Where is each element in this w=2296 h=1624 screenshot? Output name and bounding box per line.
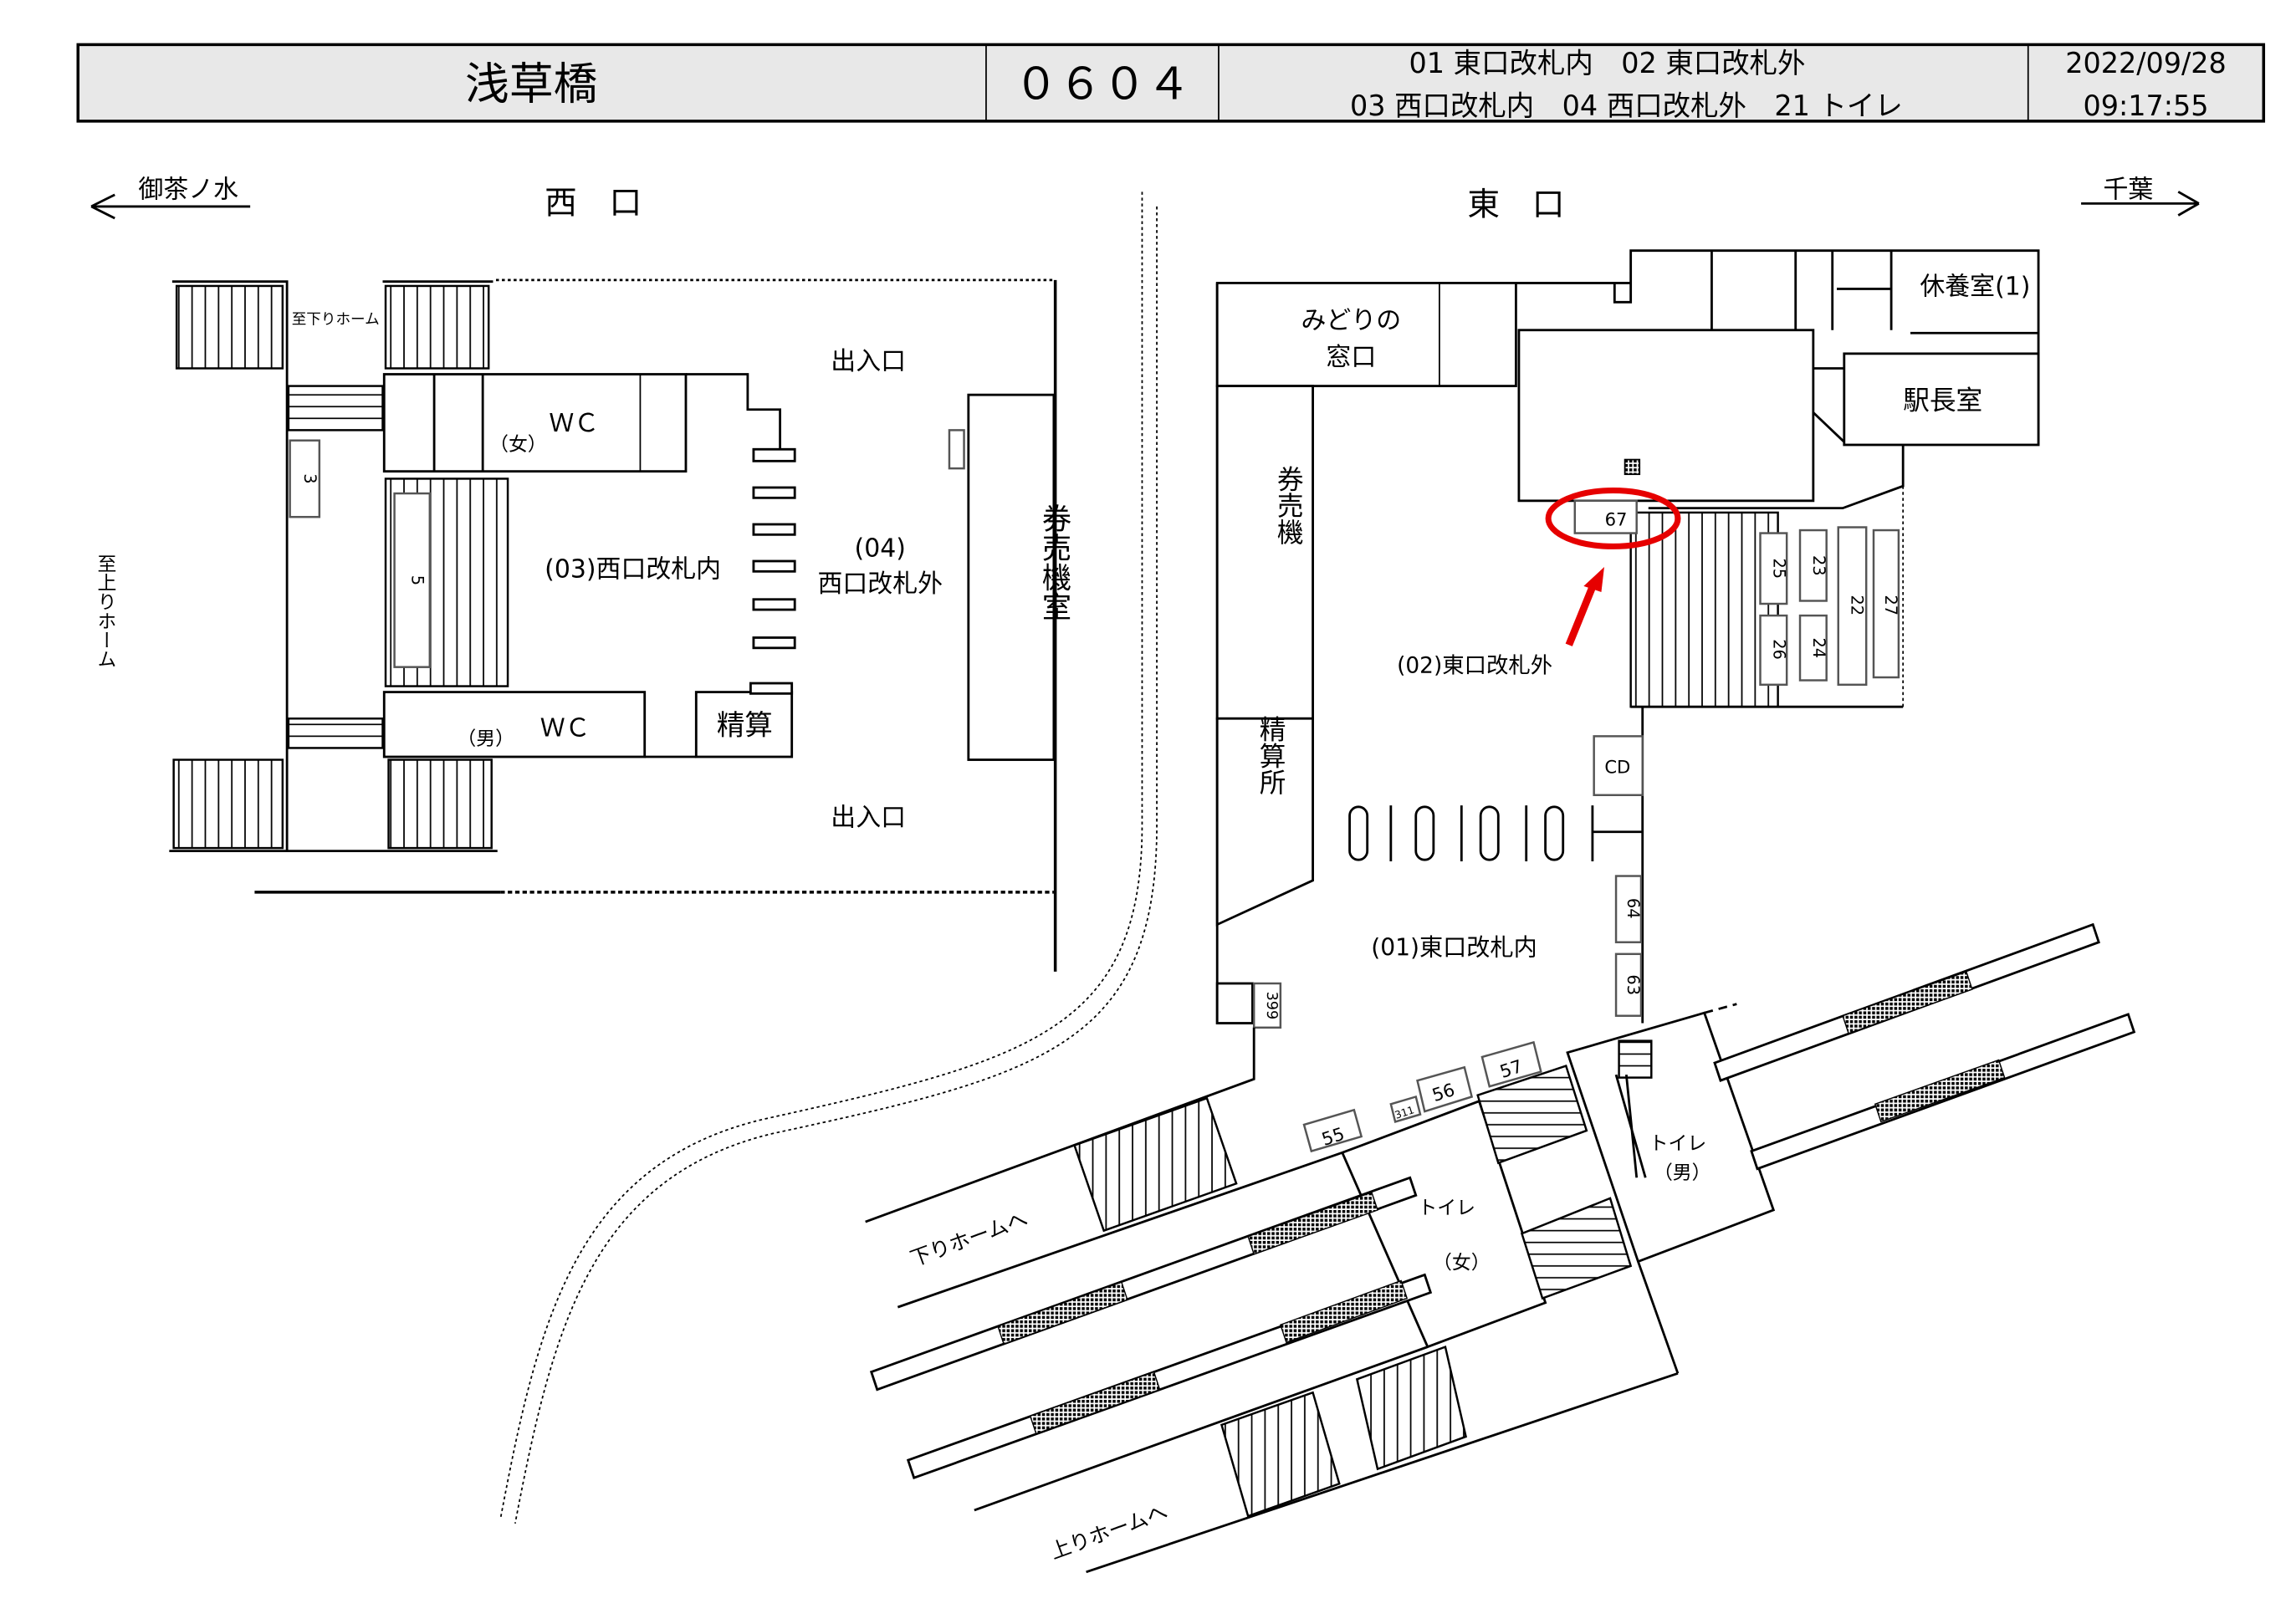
midori-label: みどりの (1301, 306, 1402, 335)
to-up-platform: 上りホームへ (1047, 1499, 1171, 1565)
fare-adjustment-booth (694, 691, 794, 758)
west-outside-gate-label: 西口改札外 (817, 569, 943, 599)
midori-no-madoguchi (1215, 282, 1517, 387)
locker-67-label: 67 (1605, 509, 1628, 530)
locker-27: 27 (1881, 595, 1900, 615)
date: 2022/09/28 (2065, 47, 2227, 79)
wc-female-label: ＷＣ (549, 409, 599, 438)
rest-room-label: 休養室(1) (1920, 272, 2030, 301)
west-exit-heading: 西 口 (545, 185, 642, 222)
locker-56: 56 (1416, 1065, 1474, 1113)
cd-label: CD (1604, 756, 1630, 777)
locker-26: 26 (1769, 639, 1788, 660)
ticket-machines-label: 券売機 (1273, 465, 1304, 544)
highlight-arrow-icon (1565, 581, 1598, 646)
entrance-top: 出入口 (831, 347, 906, 376)
locker-64: 64 (1624, 898, 1643, 919)
locker-311-label: 311 (1393, 1104, 1416, 1121)
stairs (384, 284, 490, 370)
area-legend-line1: 01 東口改札内 02 東口改札外 (1409, 47, 1806, 79)
office-room (1517, 329, 1815, 503)
locker-57: 57 (1480, 1040, 1542, 1088)
direction-left: 御茶ノ水 (90, 175, 251, 220)
locker-5: 5 (408, 575, 427, 585)
arrow-left-icon (90, 193, 251, 220)
locker-25: 25 (1769, 558, 1788, 579)
east-concourse: みどりの 窓口 休養室(1) 駅長室 券売機 精算所 25 26 23 24 2… (865, 249, 2040, 1223)
madoguchi-label: 窓口 (1326, 343, 1376, 372)
wc-female-sex: （女） (489, 434, 547, 456)
ticket-machine-room (967, 393, 1056, 761)
direction-right-label: 千葉 (2103, 175, 2153, 204)
wc-male-sex: （男） (457, 728, 514, 750)
locker-23: 23 (1809, 555, 1828, 576)
time: 09:17:55 (2083, 89, 2208, 122)
to-down-platform-label: 至下りホーム (292, 312, 380, 329)
locker-311: 311 (1389, 1095, 1422, 1123)
fare-office-label: 精算所 (1255, 716, 1286, 795)
direction-right: 千葉 (2081, 175, 2200, 217)
walkway-path (499, 192, 1143, 1519)
east-inside-gate-label: (01)東口改札内 (1371, 934, 1537, 962)
locker-67-highlighted (1573, 499, 1638, 534)
locker-24: 24 (1809, 637, 1828, 658)
fare-adjustment-label: 精算 (717, 709, 773, 742)
west-outside-gate-code: (04) (855, 534, 906, 564)
highlight-circle (1545, 488, 1681, 549)
west-inside-gate-label: (03)西口改札内 (545, 554, 721, 584)
toilet-female-label: トイレ (1418, 1198, 1475, 1219)
toilet-male-sex: （男） (1654, 1162, 1711, 1184)
direction-left-label: 御茶ノ水 (138, 175, 238, 204)
fare-office (1215, 717, 1314, 927)
locker-3: 3 (300, 473, 320, 483)
area-legend-line2: 03 西口改札内 04 西口改札外 21 トイレ (1350, 89, 1903, 122)
arrow-right-icon (2081, 191, 2200, 217)
wc-male (382, 691, 647, 758)
east-ticket-gates (1348, 805, 1643, 861)
locker-63: 63 (1624, 974, 1643, 995)
east-outside-gate-label: (02)東口改札外 (1397, 654, 1552, 679)
station-code: ０６０４ (1014, 59, 1190, 110)
to-down-platform: 下りホームへ (907, 1206, 1030, 1271)
walkway-path (514, 206, 1158, 1524)
stairs (387, 758, 493, 850)
locker-22: 22 (1848, 595, 1867, 615)
east-exit-heading: 東 口 (1467, 186, 1564, 223)
stairs (175, 284, 284, 370)
locker-55: 55 (1302, 1108, 1363, 1153)
toilet-male-label: トイレ (1649, 1133, 1707, 1155)
west-ticket-gates (749, 447, 796, 695)
locker-399: 399 (1263, 992, 1280, 1020)
header-bar: 浅草橋 ０６０４ 01 東口改札内 02 東口改札外 03 西口改札内 04 西… (76, 43, 2266, 123)
ticket-machine-area (1215, 385, 1314, 720)
platform-area: 55 311 56 57 トイレ （女） トイレ （男） 下りホームへ 上りホー… (869, 922, 2136, 1574)
wc-male-label: ＷＣ (540, 713, 591, 743)
station-master-label: 駅長室 (1903, 386, 1982, 416)
to-up-platform-label: 至上りホーム (94, 554, 115, 668)
station-name: 浅草橋 (465, 59, 597, 110)
west-concourse: 至下りホーム 3 ＷＣ （女） 5 ＷＣ （男） 精算 券売機室 出入口 出入口… (94, 278, 1071, 972)
toilet-female-sex: （女） (1433, 1252, 1491, 1274)
stairs (172, 758, 284, 850)
station-master-office (1843, 352, 2040, 447)
entrance-bottom: 出入口 (831, 804, 906, 833)
